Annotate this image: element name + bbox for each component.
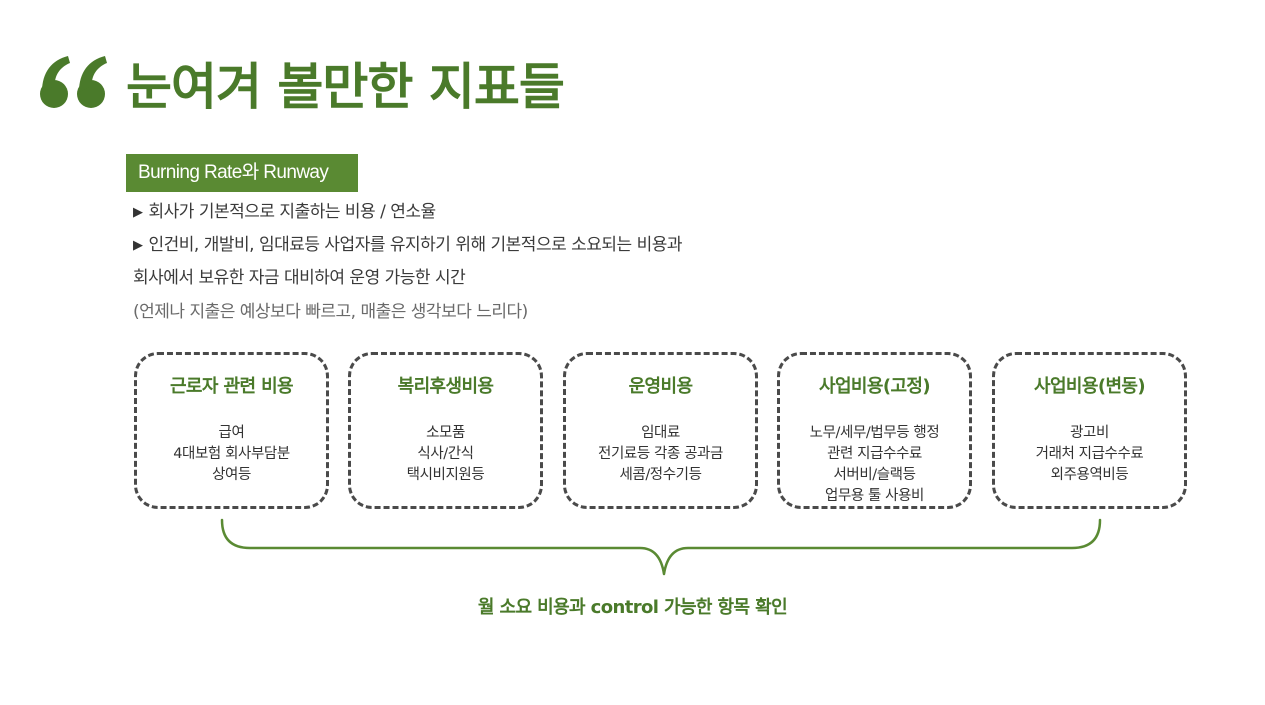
category-item: 택시비지원등: [406, 467, 485, 483]
category-item: 소모품: [426, 425, 465, 441]
category-item: 전기료등 각종 공과금: [598, 446, 723, 462]
category-title: 복리후생비용: [397, 376, 494, 397]
category-item: 거래처 지급수수료: [1035, 446, 1144, 462]
category-items: 소모품 식사/간식 택시비지원등: [351, 423, 540, 486]
quote-mark-icon: [40, 56, 107, 108]
category-items: 급여 4대보험 회사부담분 상여등: [137, 423, 326, 486]
page-title: 눈여겨 볼만한 지표들: [126, 58, 565, 116]
description-line-3: 회사에서 보유한 자금 대비하여 운영 가능한 시간: [133, 268, 466, 288]
description-note: (언제나 지출은 예상보다 빠르고, 매출은 생각보다 느리다): [133, 302, 528, 322]
category-title: 사업비용(변동): [1033, 376, 1146, 397]
category-items: 광고비 거래처 지급수수료 외주용역비등: [995, 423, 1184, 486]
category-item: 관련 지급수수료: [827, 446, 922, 462]
description-text: 회사가 기본적으로 지출하는 비용 / 연소율: [148, 202, 437, 222]
category-title: 근로자 관련 비용: [169, 376, 294, 397]
category-box-business-variable: 사업비용(변동) 광고비 거래처 지급수수료 외주용역비등: [992, 352, 1187, 509]
description-line-2: ▶ 인건비, 개발비, 임대료등 사업자를 유지하기 위해 기본적으로 소요되는 …: [133, 233, 683, 259]
section-tag: Burning Rate와 Runway: [126, 154, 358, 192]
description-text: 인건비, 개발비, 임대료등 사업자를 유지하기 위해 기본적으로 소요되는 비…: [148, 235, 683, 255]
description-line-1: ▶ 회사가 기본적으로 지출하는 비용 / 연소율: [133, 200, 436, 226]
category-item: 급여: [218, 425, 245, 441]
category-box-operations: 운영비용 임대료 전기료등 각종 공과금 세콤/정수기등: [563, 352, 758, 509]
category-items: 노무/세무/법무등 행정 관련 지급수수료 서버비/슬랙등 업무용 툴 사용비: [780, 423, 969, 507]
bullet-arrow-icon: ▶: [133, 205, 143, 220]
category-item: 업무용 툴 사용비: [825, 488, 924, 504]
category-item: 노무/세무/법무등 행정: [809, 425, 940, 441]
category-items: 임대료 전기료등 각종 공과금 세콤/정수기등: [566, 423, 755, 486]
category-box-welfare: 복리후생비용 소모품 식사/간식 택시비지원등: [348, 352, 543, 509]
category-item: 임대료: [641, 425, 680, 441]
category-box-business-fixed: 사업비용(고정) 노무/세무/법무등 행정 관련 지급수수료 서버비/슬랙등 업…: [777, 352, 972, 509]
category-item: 4대보험 회사부담분: [173, 446, 290, 462]
category-title: 사업비용(고정): [818, 376, 931, 397]
category-item: 서버비/슬랙등: [833, 467, 916, 483]
category-box-labor: 근로자 관련 비용 급여 4대보험 회사부담분 상여등: [134, 352, 329, 509]
category-item: 식사/간식: [417, 446, 474, 462]
bullet-arrow-icon: ▶: [133, 238, 143, 253]
category-title: 운영비용: [628, 376, 693, 397]
category-item: 광고비: [1070, 425, 1109, 441]
category-item: 상여등: [212, 467, 251, 483]
category-item: 외주용역비등: [1050, 467, 1129, 483]
category-item: 세콤/정수기등: [619, 467, 702, 483]
footer-label: 월 소요 비용과 control 가능한 항목 확인: [477, 597, 788, 618]
